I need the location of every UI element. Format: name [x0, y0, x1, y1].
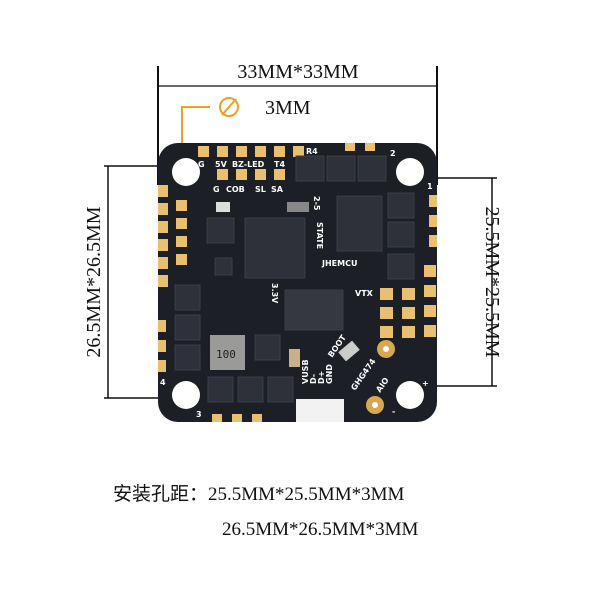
svg-text:5V: 5V — [215, 160, 228, 169]
svg-text:G: G — [213, 185, 220, 194]
components — [174, 155, 415, 403]
pads-right — [380, 195, 437, 338]
svg-text:D-: D- — [309, 374, 318, 384]
crystal — [287, 202, 309, 212]
svg-text:R4: R4 — [306, 147, 318, 156]
svg-text:SL: SL — [255, 185, 266, 194]
svg-text:4: 4 — [160, 378, 166, 387]
power-pads — [366, 340, 395, 414]
brand-label: JHEMCU — [321, 259, 357, 268]
mount-spacing-line-2: 26.5MM*26.5MM*3MM — [222, 519, 418, 541]
svg-text:2-5: 2-5 — [312, 196, 321, 211]
svg-text:+: + — [422, 379, 429, 388]
mount-label: 安装孔距： — [113, 484, 209, 505]
capacitor — [289, 349, 300, 367]
mount-value-1: 25.5MM*25.5MM*3MM — [208, 484, 405, 505]
left-dimension-label: 26.5MM*26.5MM — [83, 206, 105, 357]
mount-value-2: 26.5MM*26.5MM*3MM — [222, 519, 419, 540]
inductor — [210, 335, 245, 370]
svg-text:GND: GND — [325, 364, 334, 384]
diameter-icon — [219, 97, 239, 117]
svg-text:G: G — [198, 160, 205, 169]
led — [216, 202, 230, 212]
usb-connector — [296, 399, 344, 422]
flight-controller-board — [158, 143, 437, 422]
svg-text:COB: COB — [226, 185, 245, 194]
right-dimension-label: 25.5MM*25.5MM — [481, 206, 503, 357]
width-label: 33MM*33MM — [237, 61, 358, 83]
svg-text:BZ-LED: BZ-LED — [232, 160, 265, 169]
svg-text:STATE: STATE — [315, 222, 324, 249]
pads-top — [198, 143, 375, 180]
svg-text:SA: SA — [271, 185, 284, 194]
svg-text:-: - — [392, 407, 395, 416]
inductor-label: 100 — [216, 348, 236, 361]
pads-bottom — [212, 414, 262, 422]
pads-left — [158, 185, 187, 372]
mounting-holes — [172, 158, 424, 409]
svg-text:VUSB: VUSB — [301, 359, 310, 384]
svg-text:VTX: VTX — [355, 289, 374, 298]
mount-spacing-line-1: 安装孔距：25.5MM*25.5MM*3MM — [113, 479, 404, 506]
boot-button — [338, 340, 360, 362]
hole-diameter-label: 3MM — [265, 97, 311, 119]
svg-text:3: 3 — [196, 410, 202, 419]
svg-text:1: 1 — [427, 182, 433, 191]
svg-text:2: 2 — [390, 149, 396, 158]
svg-text:3.3V: 3.3V — [270, 283, 279, 304]
svg-text:T4: T4 — [274, 160, 285, 169]
svg-text:D+: D+ — [317, 371, 326, 384]
